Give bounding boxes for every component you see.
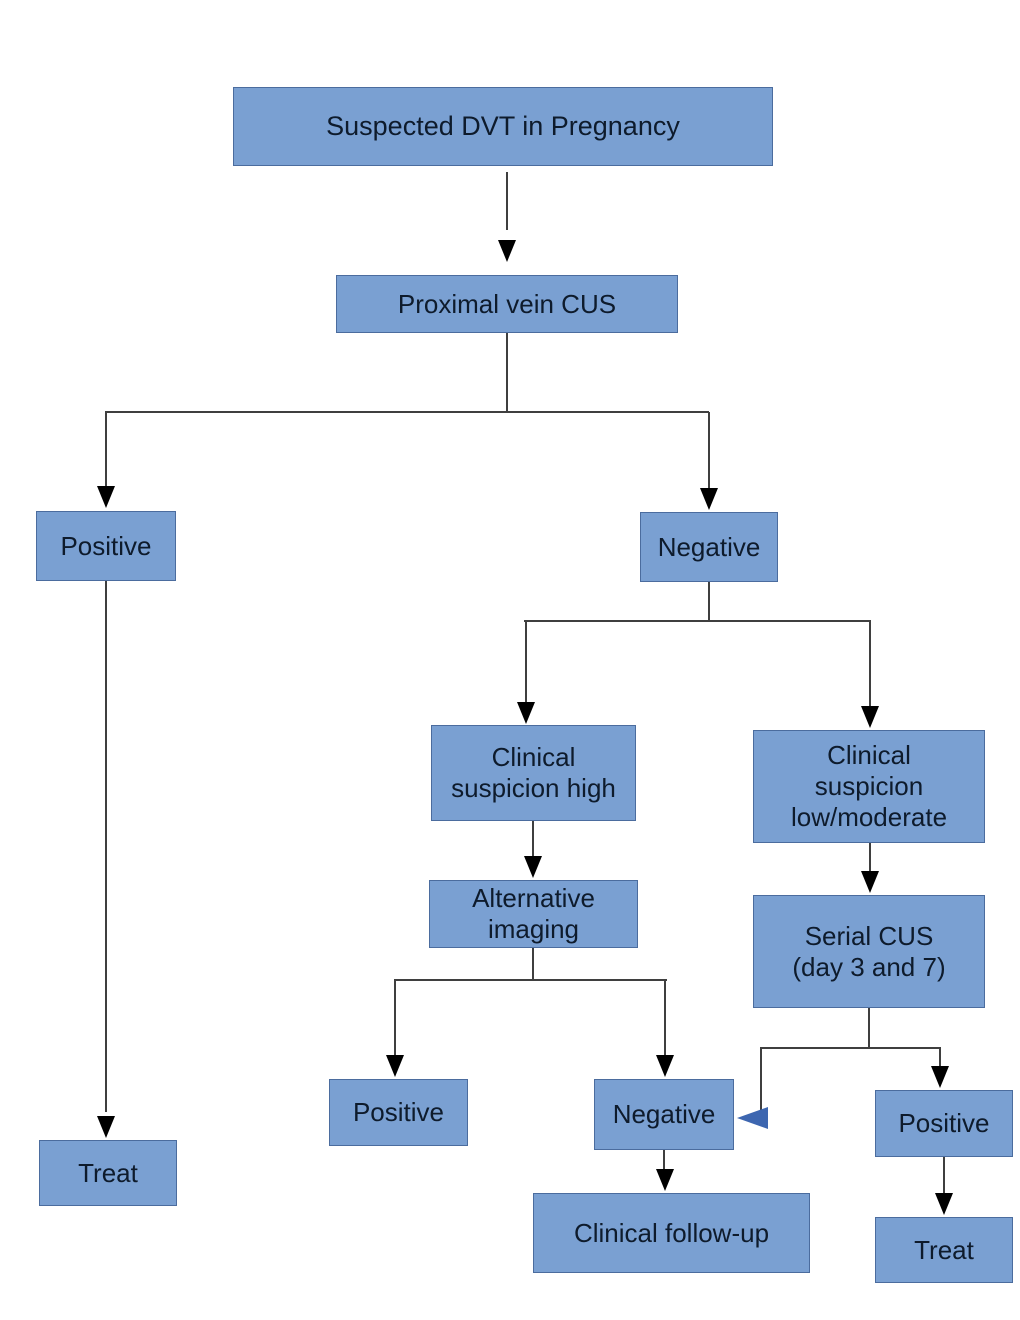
connector-serial-to-positive bbox=[939, 1048, 941, 1066]
node-proximal-vein-cus: Proximal vein CUS bbox=[336, 275, 678, 333]
arrowhead-down-icon bbox=[97, 1116, 115, 1138]
connector-to-negative-alt bbox=[664, 980, 666, 1055]
connector-to-positive-proximal bbox=[105, 412, 107, 486]
connector-suspected-proximal bbox=[506, 172, 508, 230]
arrowhead-left-icon bbox=[737, 1107, 768, 1129]
connector-to-clinical-high bbox=[525, 621, 527, 702]
arrowhead-down-icon bbox=[517, 702, 535, 724]
node-alternative-imaging: Alternative imaging bbox=[429, 880, 638, 948]
connector-serial-to-negative bbox=[760, 1048, 762, 1110]
connector-to-negative-proximal bbox=[708, 412, 710, 488]
connector-high-alt-imaging bbox=[532, 821, 534, 856]
node-clinical-suspicion-low-moderate: Clinical suspicion low/moderate bbox=[753, 730, 985, 843]
arrowhead-down-icon bbox=[931, 1066, 949, 1088]
node-clinical-suspicion-high: Clinical suspicion high bbox=[431, 725, 636, 821]
connector-positive-treat bbox=[105, 581, 107, 1112]
arrowhead-down-icon bbox=[935, 1193, 953, 1215]
connector-alt-stem bbox=[532, 948, 534, 980]
arrowhead-down-icon bbox=[524, 856, 542, 878]
node-treat-left: Treat bbox=[39, 1140, 177, 1206]
connector-alt-branch bbox=[394, 979, 667, 981]
connector-negative-stem bbox=[708, 582, 710, 621]
connector-to-clinical-low bbox=[869, 621, 871, 706]
arrowhead-down-icon bbox=[861, 871, 879, 893]
arrowhead-down-icon bbox=[700, 488, 718, 510]
node-positive-proximal: Positive bbox=[36, 511, 176, 581]
arrowhead-down-icon bbox=[861, 706, 879, 728]
arrowhead-down-icon bbox=[656, 1055, 674, 1077]
node-negative-proximal: Negative bbox=[640, 512, 778, 582]
node-suspected-dvt-in-pregnancy: Suspected DVT in Pregnancy bbox=[233, 87, 773, 166]
node-positive-serial-cus: Positive bbox=[875, 1090, 1013, 1157]
node-positive-alt-imaging: Positive bbox=[329, 1079, 468, 1146]
connector-serial-stem bbox=[868, 1008, 870, 1048]
node-clinical-follow-up: Clinical follow-up bbox=[533, 1193, 810, 1273]
arrowhead-down-icon bbox=[656, 1169, 674, 1191]
node-serial-cus: Serial CUS (day 3 and 7) bbox=[753, 895, 985, 1008]
connector-to-positive-alt bbox=[394, 980, 396, 1055]
connector-positive-serial-treat bbox=[943, 1157, 945, 1193]
connector-serial-branch bbox=[760, 1047, 941, 1049]
connector-negative-branch bbox=[524, 620, 871, 622]
connector-negative-followup bbox=[663, 1150, 665, 1169]
connector-proximal-branch bbox=[105, 411, 709, 413]
connector-proximal-stem bbox=[506, 333, 508, 412]
node-treat-right: Treat bbox=[875, 1217, 1013, 1283]
arrowhead-down-icon bbox=[386, 1055, 404, 1077]
arrowhead-down-icon bbox=[498, 240, 516, 262]
node-negative-alt-imaging: Negative bbox=[594, 1079, 734, 1150]
connector-low-serial bbox=[869, 843, 871, 871]
arrowhead-down-icon bbox=[97, 486, 115, 508]
